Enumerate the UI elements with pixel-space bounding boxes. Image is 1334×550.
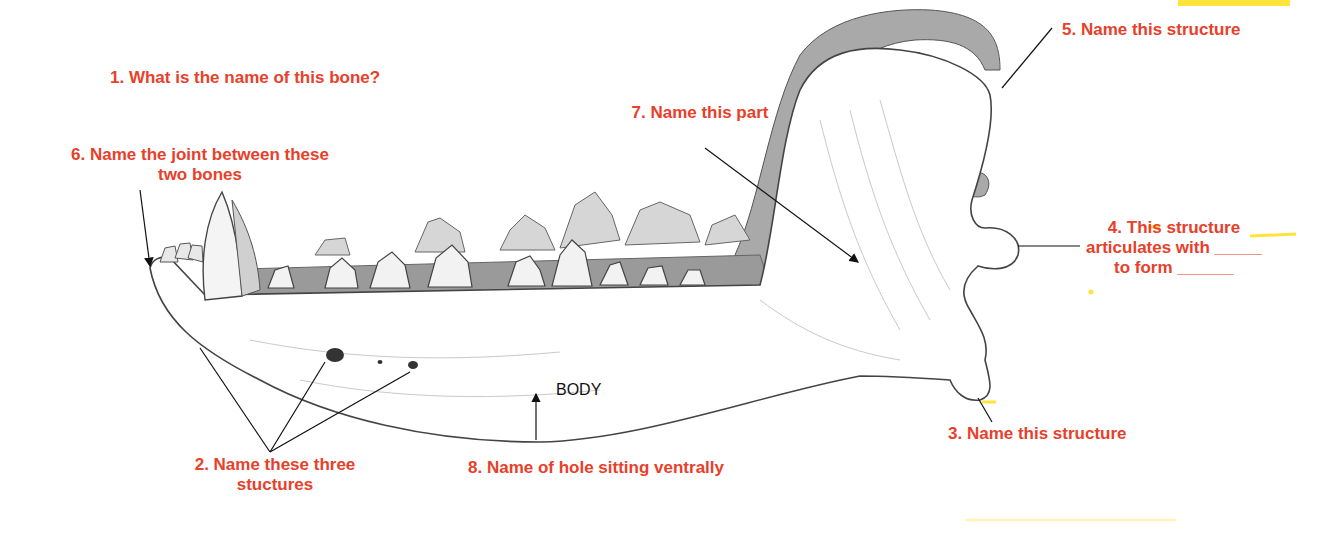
highlight — [966, 519, 1176, 521]
highlight — [982, 401, 996, 404]
foramen — [408, 361, 418, 369]
lower-tooth — [268, 240, 705, 288]
foramen — [326, 348, 344, 362]
question-label: 3. Name this structure — [948, 424, 1208, 444]
highlight — [1178, 0, 1290, 6]
leader-line — [140, 28, 1080, 452]
question-label: 5. Name this structure — [1062, 20, 1292, 40]
tooth — [160, 243, 203, 262]
bone-texture — [250, 100, 950, 397]
highlight — [1250, 234, 1296, 236]
upper-tooth — [315, 192, 750, 255]
highlight — [1089, 290, 1094, 295]
question-label: 8. Name of hole sitting ventrally — [468, 458, 808, 478]
question-label: 6. Name the joint between these two bone… — [60, 145, 340, 185]
canine-tooth — [232, 200, 260, 296]
part-name: BODY — [556, 380, 636, 400]
question-label: 7. Name this part — [625, 103, 775, 123]
mandible-outline — [150, 48, 1019, 442]
question-label: 1. What is the name of this bone? — [110, 68, 470, 88]
question-label: 4. This structure articulates with _____… — [1084, 218, 1264, 278]
foramen — [378, 360, 383, 364]
question-label: 2. Name these three stuctures — [160, 455, 390, 495]
